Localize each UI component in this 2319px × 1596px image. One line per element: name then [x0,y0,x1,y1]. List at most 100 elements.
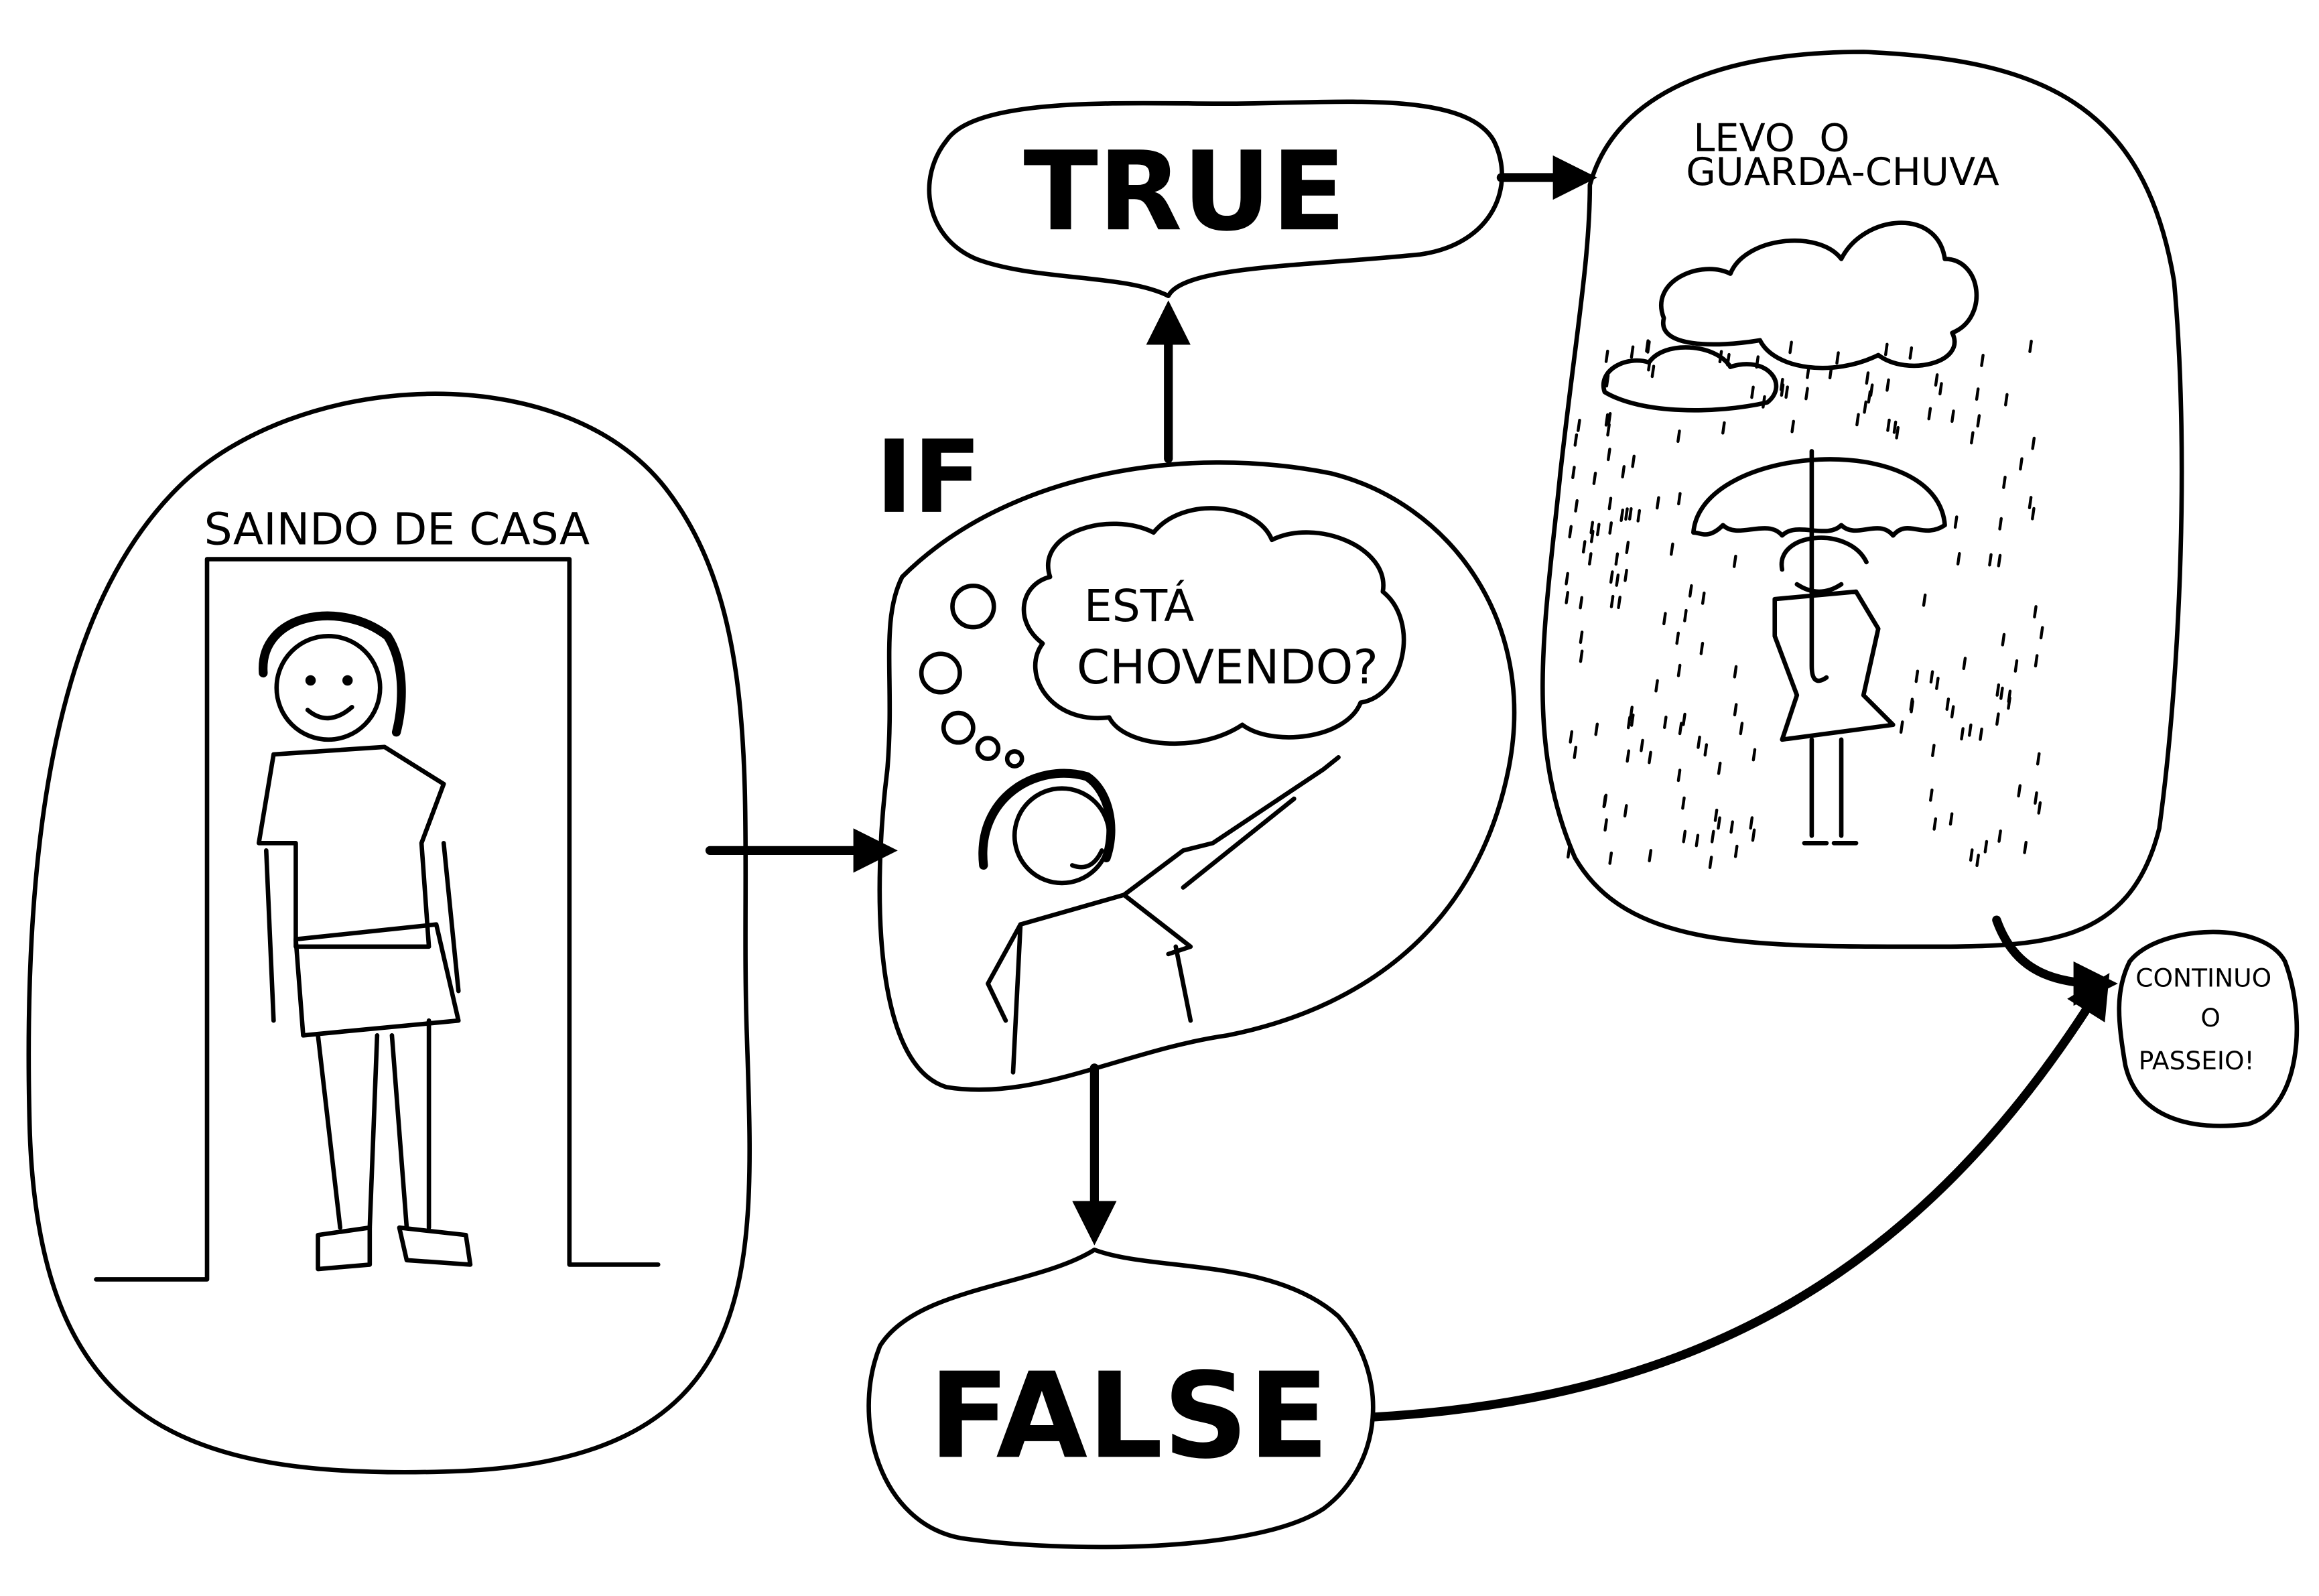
rain-drop [1676,769,1682,783]
rain-clouds [1601,220,1979,413]
rain-drop [1726,352,1731,367]
rain-drop [1602,795,1607,809]
true-action-node: LEVO O GUARDA-CHUVA [1540,50,2184,949]
rain-drop [1630,345,1635,359]
rain-drop [2004,393,2009,407]
rain-drop [1630,713,1635,727]
arrow-action-to-end [1992,915,2118,1006]
rain-drop [1589,529,1595,543]
rain-drop [1950,409,1955,423]
rain-drop [1718,350,1723,364]
rain-drop [1646,340,1651,354]
rain-drop [1938,382,1943,396]
rain-drop [1717,816,1721,830]
rain-drop [1624,568,1628,582]
rain-drop [1976,414,1981,427]
rain-drop [1623,804,1628,818]
rain-drop [1983,840,1989,854]
rain-drop [1934,373,1939,387]
true-label: TRUE [1023,127,1345,255]
rain-drop [1950,705,1955,719]
rain-drop [1654,679,1659,693]
rain-drop [1676,663,1682,677]
rain-drop [1682,829,1687,844]
rain-drop [1962,657,1967,671]
rain-drop [1909,697,1914,712]
rain-drop [1609,570,1614,584]
rain-drop [1750,385,1755,399]
rain-drop [2013,659,2019,673]
rain-drop [2017,784,2022,798]
rain-drop [1588,552,1593,566]
rain-drop [1998,517,2003,531]
rain-drop [1788,340,1793,354]
rain-drop [1855,413,1860,427]
rain-drop [1995,683,2001,697]
rain-drop [1806,365,1810,379]
rain-drop [1604,349,1609,363]
rain-drop [1701,591,1706,605]
rain-drop [1892,420,1898,434]
rain-drop [2034,791,2038,805]
rain-drop [1929,788,1934,802]
girl-at-door-figure [256,611,473,1272]
rain-drop [2031,436,2036,450]
rain-drop [1970,431,1975,445]
rain-drop [1595,523,1601,537]
rain-drop [1733,844,1739,858]
rain-drop [1975,854,1980,868]
arrow-false-to-end [1371,973,2110,1422]
rain-drop [1733,703,1738,717]
rain-drop [1885,378,1890,392]
true-node: TRUE [927,99,1504,298]
rain-drop [1682,712,1686,726]
rain-drop [2002,475,2007,489]
rain-drop [2034,654,2039,668]
rain-drop [1608,851,1613,865]
rain-drop [1608,521,1613,535]
rain-drop [1739,722,1744,736]
rain-drop [1604,413,1609,427]
rain-drop [1640,738,1644,752]
rain-drop [1956,552,1961,566]
rain-drop [1577,418,1581,432]
rain-drop [1565,591,1570,604]
rain-drop [1935,676,1940,690]
rain-drop [1571,466,1576,480]
rain-drop [1751,828,1756,842]
rain-drop [1863,400,1867,414]
rain-drop [1631,454,1636,468]
rain-drop [2001,633,2006,647]
rain-drop [1969,848,1974,862]
rain-drop [1721,421,1726,435]
rain-drop [1605,374,1610,388]
rain-drop [1688,584,1693,598]
rain-drop [1663,716,1668,729]
rain-drop [1606,423,1611,437]
rain-drops [1565,339,2044,869]
rain-drop [1656,496,1660,510]
rain-drop [1648,750,1652,764]
rain-drop [1908,346,1914,360]
rain-drop [1615,573,1620,587]
rain-drop [1708,856,1713,869]
girl-with-umbrella-figure [1772,535,1896,846]
rain-drop [1609,594,1615,608]
rain-drop [1650,364,1656,379]
rain-drop [1713,808,1719,822]
question-line1: ESTÁ [1084,580,1194,632]
rain-drop [1865,371,1870,385]
start-node: SAINDO DE CASA [26,391,752,1475]
rain-drop [1592,472,1597,485]
rain-drop [1710,829,1715,844]
rain-drop [2019,457,2024,471]
rain-drop [1867,390,1872,404]
rain-drop [1953,515,1959,529]
rain-drop [1988,553,1993,567]
rain-drop [1571,350,1577,364]
rain-drop [1607,448,1611,462]
rain-drop [1621,465,1626,478]
rain-drop [1751,748,1757,762]
rain-drop [2007,696,2011,710]
rain-drop [1790,419,1795,434]
